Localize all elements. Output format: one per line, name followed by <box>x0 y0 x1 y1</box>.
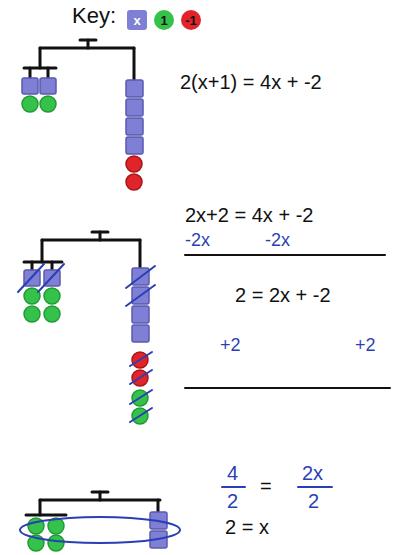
operation-note: +2 <box>220 333 241 357</box>
equals-sign: = <box>260 474 272 498</box>
equation: 2(x+1) = 4x + -2 <box>180 70 322 94</box>
equation: 2 = x <box>225 515 269 539</box>
fraction-denominator: 2 <box>308 489 319 513</box>
equation: 2 = 2x + -2 <box>235 283 331 307</box>
legend-text: 1 <box>160 13 167 28</box>
key-heading: Key: <box>72 4 116 28</box>
fraction-numerator: 2x <box>302 461 323 485</box>
fraction-numerator: 4 <box>227 461 238 485</box>
legend-swatch: -1 <box>181 10 201 30</box>
fraction-denominator: 2 <box>227 489 238 513</box>
operation-note: -2x <box>185 228 210 252</box>
legend-swatch: x <box>127 10 147 30</box>
legend-swatch: 1 <box>154 10 174 30</box>
operation-note: +2 <box>355 333 376 357</box>
operation-note: -2x <box>265 228 290 252</box>
legend-text: x <box>133 13 140 28</box>
equation: 2x+2 = 4x + -2 <box>185 203 313 227</box>
legend-text: -1 <box>185 13 197 28</box>
